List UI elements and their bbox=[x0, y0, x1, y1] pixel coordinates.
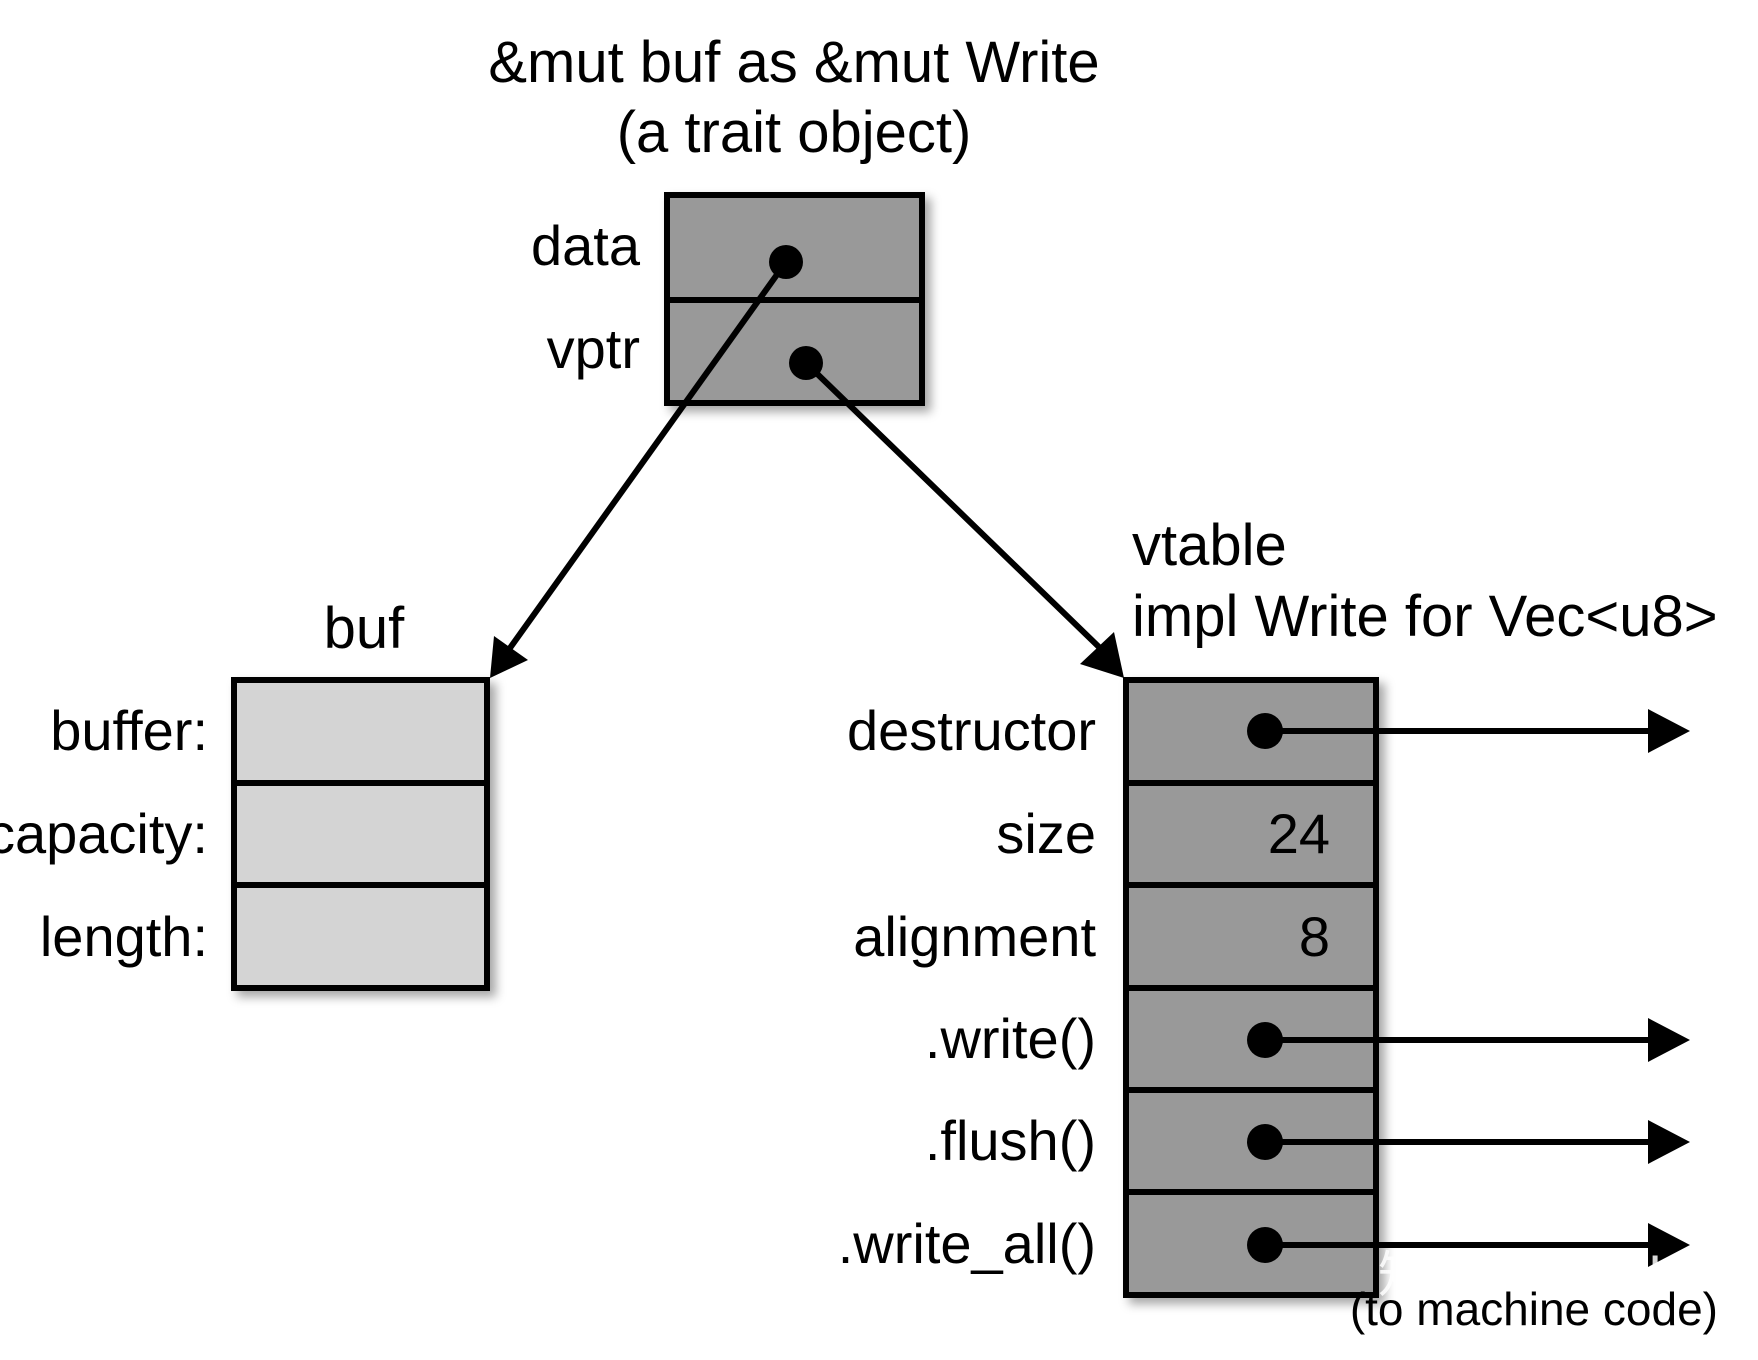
write-all-pointer-dot bbox=[1247, 1227, 1283, 1263]
destructor-pointer-dot bbox=[1247, 713, 1283, 749]
trait-object-title: &mut buf as &mut Write bbox=[488, 30, 1099, 95]
write-pointer-dot bbox=[1247, 1022, 1283, 1058]
vptr-pointer-arrow bbox=[803, 360, 1103, 651]
buf-capacity-cell bbox=[231, 780, 490, 888]
flush-pointer bbox=[1247, 1120, 1690, 1164]
vtable-label-flush: .flush() bbox=[925, 1109, 1096, 1172]
data-pointer-arrow bbox=[507, 260, 789, 650]
vtable-value-size: 24 bbox=[1268, 802, 1330, 865]
flush-arrowhead bbox=[1648, 1120, 1690, 1164]
vptr-pointer-dot bbox=[789, 346, 823, 380]
trait-object-subtitle: (a trait object) bbox=[617, 100, 972, 165]
vtable-title: vtable bbox=[1132, 513, 1287, 578]
data-pointer-dot bbox=[769, 245, 803, 279]
trait-object-box bbox=[664, 192, 925, 406]
vtable-label-alignment: alignment bbox=[853, 905, 1096, 968]
buf-field-capacity: capacity: bbox=[0, 802, 208, 865]
vtable-subtitle: impl Write for Vec<u8> bbox=[1132, 584, 1718, 649]
field-label-data: data bbox=[531, 214, 641, 277]
buf-buffer-cell bbox=[231, 677, 490, 786]
vtable-label-size: size bbox=[996, 802, 1096, 865]
flush-pointer-dot bbox=[1247, 1124, 1283, 1160]
write-all-pointer bbox=[1247, 1223, 1690, 1267]
write-arrowhead bbox=[1648, 1018, 1690, 1062]
machine-code-note: (to machine code) bbox=[1350, 1283, 1718, 1335]
vtable-label-write: .write() bbox=[925, 1007, 1096, 1070]
vtable-label-write-all: .write_all() bbox=[838, 1212, 1096, 1275]
buf-field-length: length: bbox=[40, 905, 208, 968]
vtable-label-destructor: destructor bbox=[847, 699, 1096, 762]
buf-length-cell bbox=[231, 882, 490, 991]
vtable-box bbox=[1123, 677, 1379, 1298]
write-pointer bbox=[1247, 1018, 1690, 1062]
vtable-alignment-cell bbox=[1123, 882, 1379, 991]
vtable-size-cell bbox=[1123, 780, 1379, 888]
destructor-arrowhead bbox=[1648, 709, 1690, 753]
field-label-vptr: vptr bbox=[547, 317, 640, 380]
destructor-pointer bbox=[1247, 709, 1690, 753]
vptr-arrowhead bbox=[1080, 632, 1124, 678]
buf-title: buf bbox=[324, 596, 406, 661]
watermark: 知乎 @Jet He bbox=[1378, 1246, 1693, 1304]
vtable-value-alignment: 8 bbox=[1299, 905, 1330, 968]
buf-field-buffer: buffer: bbox=[50, 699, 208, 762]
write-all-arrowhead bbox=[1648, 1223, 1690, 1267]
buf-box bbox=[231, 677, 490, 991]
data-arrowhead bbox=[490, 636, 528, 678]
